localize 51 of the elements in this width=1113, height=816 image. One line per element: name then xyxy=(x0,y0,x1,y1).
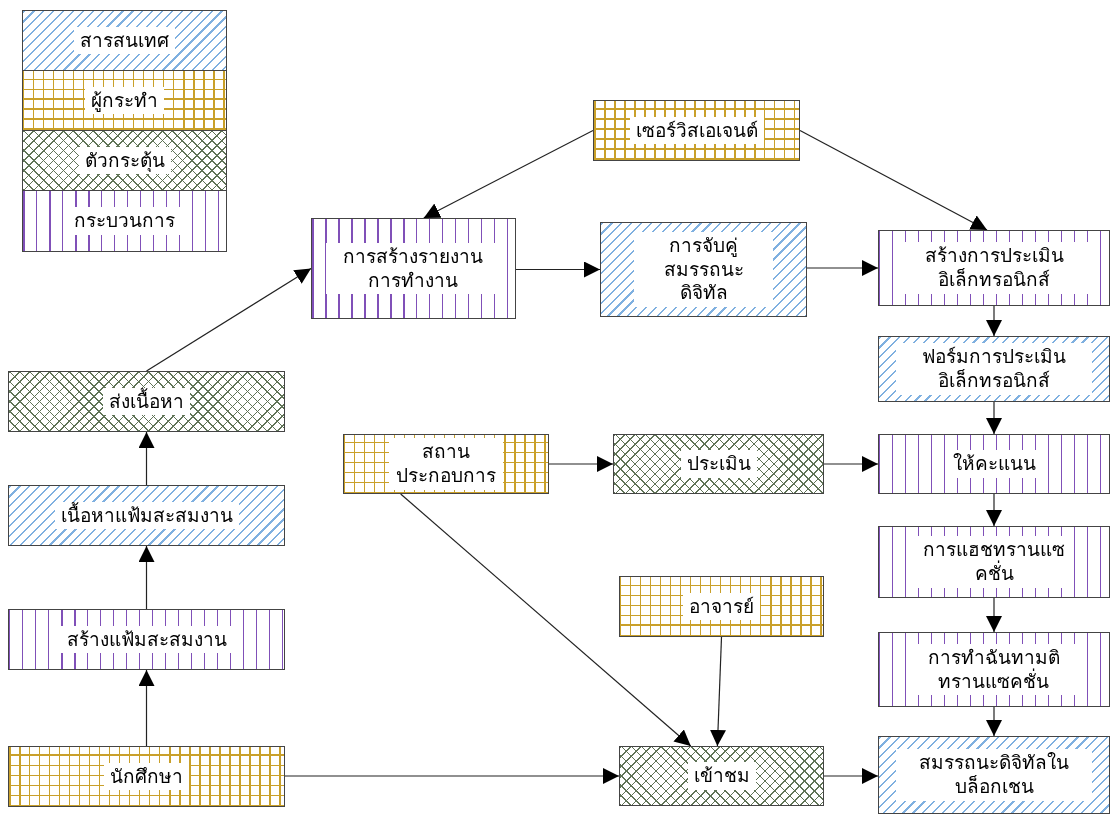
arrow xyxy=(423,129,594,219)
arrow xyxy=(138,431,155,486)
node-label: ประเมิน xyxy=(680,450,757,478)
arrow xyxy=(823,456,879,472)
process-box xyxy=(878,526,1110,598)
stimulus-box xyxy=(8,371,285,432)
node-label: อาจารย์ xyxy=(683,592,760,621)
information-box xyxy=(878,736,1110,814)
process-box xyxy=(8,609,285,670)
stimulus-box xyxy=(613,434,824,494)
node-label: สร้างแฟ้มสะสมงาน xyxy=(60,625,233,654)
arrow xyxy=(515,261,601,278)
arrow xyxy=(548,456,614,472)
actor-box xyxy=(619,576,824,637)
node-label: สถานประกอบการ xyxy=(389,438,503,490)
arrow xyxy=(710,636,726,747)
process-box xyxy=(878,632,1110,707)
arrow xyxy=(986,305,1002,337)
arrow xyxy=(986,401,1002,435)
arrow xyxy=(806,260,879,276)
information-box xyxy=(878,336,1110,402)
actor-box xyxy=(343,434,549,494)
node-label: สมรรถนะดิจิทัลในบล็อกเชน xyxy=(896,749,1092,801)
stimulus-box xyxy=(619,746,824,806)
arrow xyxy=(986,706,1002,737)
legend-label: ผู้กระทำ xyxy=(85,86,164,115)
node-label: เซอร์วิสเอเจนต์ xyxy=(629,116,764,145)
arrow xyxy=(138,669,155,747)
legend-label: ตัวกระตุ้น xyxy=(78,146,171,175)
arrow xyxy=(986,597,1002,633)
legend-label: สารสนเทศ xyxy=(74,26,175,55)
information-box xyxy=(600,222,807,317)
actor-box xyxy=(8,746,285,807)
process-box xyxy=(878,434,1110,494)
process-box xyxy=(878,230,1110,306)
node-label: เนื้อหาแฟ้มสะสมงาน xyxy=(54,501,239,530)
process-box xyxy=(311,218,516,319)
node-label: นักศึกษา xyxy=(104,762,189,791)
node-label: ส่งเนื้อหา xyxy=(103,387,190,416)
arrow xyxy=(986,493,1002,527)
actor-box xyxy=(593,100,800,161)
arrow xyxy=(284,768,620,784)
arrow xyxy=(145,267,312,372)
node-label: ฟอร์มการประเมินอิเล็กทรอนิกส์ xyxy=(896,343,1092,395)
arrow xyxy=(799,129,988,231)
node-label: การจับคู่สมรรถนะดิจิทัล xyxy=(633,231,774,308)
arrow xyxy=(400,493,692,747)
node-label: เข้าชม xyxy=(687,762,756,790)
arrow xyxy=(823,768,879,784)
information-box xyxy=(8,485,285,546)
arrow xyxy=(138,545,155,610)
